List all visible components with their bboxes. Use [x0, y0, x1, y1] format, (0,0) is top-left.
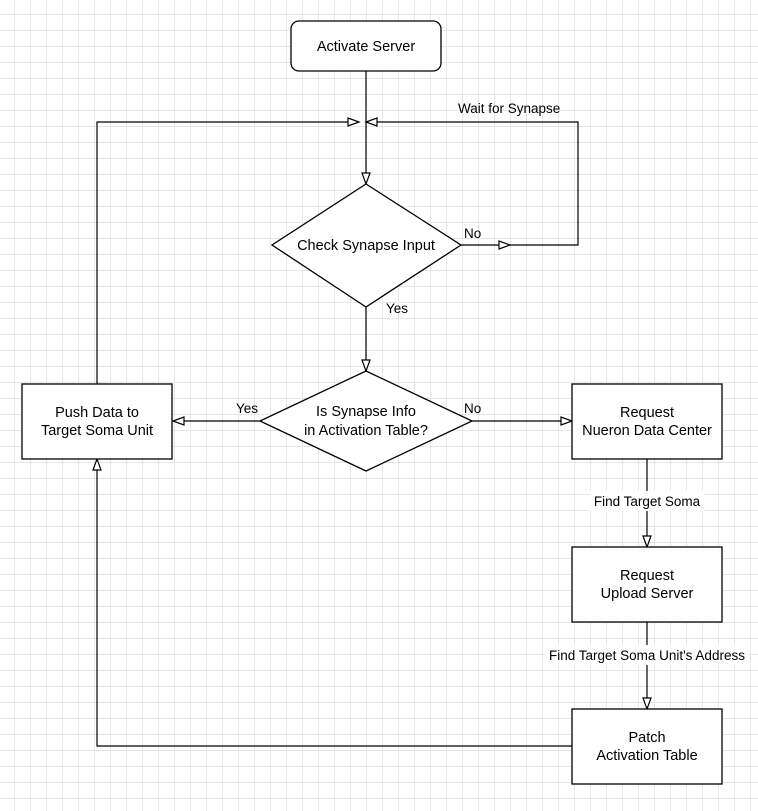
node-label-line-1: Request [620, 405, 674, 421]
arrow-into-request-upload [642, 535, 652, 549]
node-request-neuron-data-center[interactable]: Request Nueron Data Center [571, 383, 723, 460]
arrow-into-request-neuron [560, 416, 574, 426]
edge-push-loop [96, 121, 358, 384]
arrow-wait-merge [364, 117, 378, 127]
edge-wait-for-synapse [370, 121, 579, 246]
node-label-line-1: Patch [628, 730, 665, 746]
arrow-no-loop [498, 240, 512, 250]
edge-label-check-no: No [464, 226, 481, 241]
node-activate-server[interactable]: Activate Server [290, 20, 442, 72]
arrow-into-push [171, 416, 185, 426]
node-request-upload-server[interactable]: Request Upload Server [571, 546, 723, 623]
node-label: Activate Server [317, 39, 415, 55]
edge-label-info-no: No [464, 401, 481, 416]
node-label-line-2: Target Soma Unit [41, 423, 153, 439]
node-label-line-1: Request [620, 568, 674, 584]
node-patch-activation-table[interactable]: Patch Activation Table [571, 708, 723, 785]
edge-label-find-address: Find Target Soma Unit's Address [549, 648, 745, 663]
edge-patch-to-push [96, 467, 572, 747]
arrow-into-check [361, 172, 371, 186]
arrow-into-patch [642, 697, 652, 711]
node-label-line-1: Is Synapse Info [316, 404, 416, 420]
edge-label-check-yes: Yes [386, 301, 408, 316]
node-is-synapse-info[interactable]: Is Synapse Info in Activation Table? [258, 370, 474, 472]
arrow-into-info [361, 359, 371, 373]
edge-label-info-yes: Yes [236, 401, 258, 416]
node-check-synapse-input[interactable]: Check Synapse Input [270, 183, 463, 308]
node-label-line-2: Nueron Data Center [582, 423, 712, 439]
arrow-patch-push [92, 457, 102, 471]
node-label-line-2: Upload Server [601, 586, 694, 602]
node-push-data[interactable]: Push Data to Target Soma Unit [21, 383, 173, 460]
node-label-line-2: Activation Table [596, 748, 697, 764]
node-label: Check Synapse Input [297, 238, 435, 254]
node-label-line-1: Push Data to [55, 405, 139, 421]
edge-label-wait-for-synapse: Wait for Synapse [458, 101, 560, 116]
edge-label-find-target-soma: Find Target Soma [594, 494, 701, 509]
node-label-line-2: in Activation Table? [304, 423, 428, 439]
arrow-push-merge [347, 117, 361, 127]
